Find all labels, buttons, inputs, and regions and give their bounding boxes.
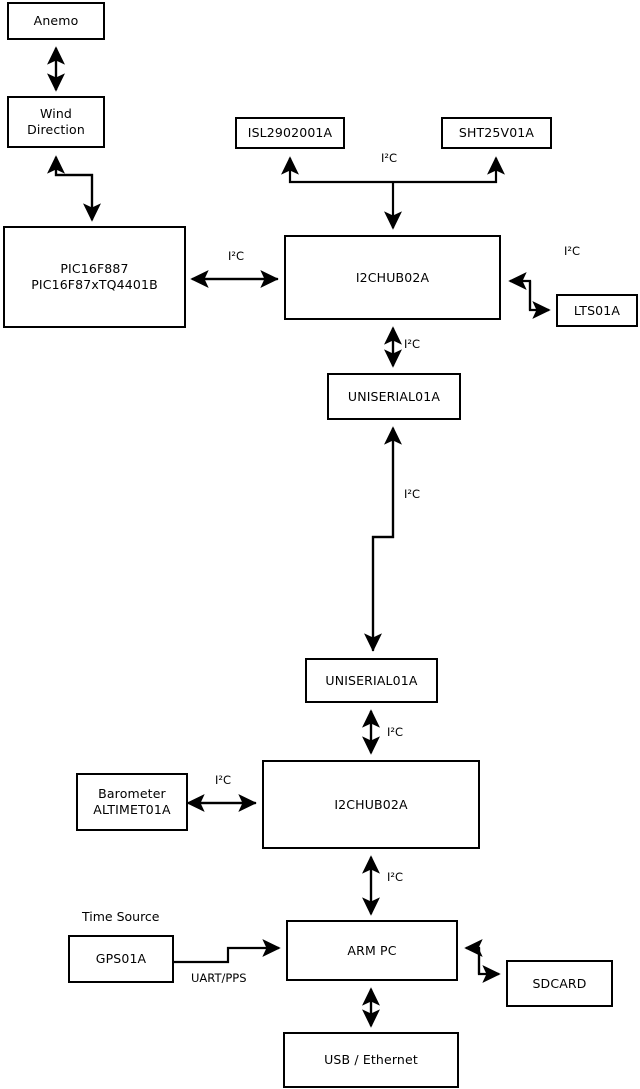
- edge-label-uart-pps: UART/PPS: [191, 971, 247, 985]
- node-uniserial01a-top-label: UNISERIAL01A: [347, 388, 441, 404]
- wire-wind-pic-up: [46, 155, 94, 212]
- node-sdcard-label: SDCARD: [532, 975, 587, 991]
- node-wind-direction[interactable]: Wind Direction: [7, 96, 105, 148]
- label-time-source: Time Source: [82, 909, 160, 924]
- wire-sdcard-arm: [464, 938, 483, 974]
- node-gps01a[interactable]: GPS01A: [68, 935, 174, 983]
- node-sdcard[interactable]: SDCARD: [506, 960, 613, 1007]
- node-isl2902001a-label: ISL2902001A: [247, 125, 333, 140]
- node-lts01a[interactable]: LTS01A: [556, 294, 638, 327]
- node-sht25v01a[interactable]: SHT25V01A: [441, 117, 552, 149]
- edge-label-i2c-pic-hub: I²C: [228, 249, 245, 263]
- wire-uniserial-link-down: [363, 430, 395, 652]
- edge-label-i2c-hub2-arm: I²C: [387, 870, 404, 884]
- node-i2chub02a-bottom-label: I2CHUB02A: [334, 796, 408, 812]
- node-isl2902001a[interactable]: ISL2902001A: [235, 117, 345, 149]
- node-i2chub02a-top-label: I2CHUB02A: [355, 269, 430, 285]
- node-i2chub02a-top[interactable]: I2CHUB02A: [284, 235, 501, 320]
- node-anemo[interactable]: Anemo: [7, 2, 105, 40]
- wire-bus-isl: [280, 156, 393, 184]
- node-barometer-altimet01a[interactable]: Barometer ALTIMET01A: [76, 773, 188, 831]
- wire-bus-sht: [393, 156, 506, 184]
- node-arm-pc-label: ARM PC: [347, 942, 397, 958]
- node-uniserial01a-top[interactable]: UNISERIAL01A: [327, 373, 461, 420]
- edge-label-i2c-barometer-hub2: I²C: [215, 773, 232, 787]
- node-usb-ethernet[interactable]: USB / Ethernet: [283, 1032, 459, 1088]
- wire-gps-arm: [174, 938, 281, 964]
- edge-label-i2c-hub-uniserial: I²C: [404, 337, 421, 351]
- node-arm-pc[interactable]: ARM PC: [286, 920, 458, 981]
- wire-uniserial-link-up: [371, 426, 403, 651]
- wire-lts-hub: [508, 271, 532, 310]
- node-anemo-label: Anemo: [33, 13, 79, 28]
- node-pic-mcu-label: PIC16F887 PIC16F87xTQ4401B: [31, 261, 158, 292]
- node-usb-ethernet-label: USB / Ethernet: [324, 1052, 418, 1067]
- node-uniserial01a-bottom-label: UNISERIAL01A: [325, 672, 418, 688]
- node-uniserial01a-bottom[interactable]: UNISERIAL01A: [305, 658, 438, 703]
- node-i2chub02a-bottom[interactable]: I2CHUB02A: [262, 760, 480, 849]
- node-gps01a-label: GPS01A: [95, 951, 147, 966]
- wire-arm-sdcard: [477, 948, 501, 984]
- edge-label-i2c-uniserial-link: I²C: [404, 487, 421, 501]
- wire-pic-wind-down: [54, 158, 102, 222]
- node-lts01a-label: LTS01A: [573, 302, 621, 318]
- edge-label-i2c-hub-lts: I²C: [564, 244, 581, 258]
- edge-label-i2c-top-sensors: I²C: [381, 151, 398, 165]
- node-wind-direction-label: Wind Direction: [27, 106, 85, 137]
- node-barometer-altimet01a-label: Barometer ALTIMET01A: [93, 786, 171, 817]
- node-sht25v01a-label: SHT25V01A: [458, 125, 535, 140]
- edge-label-i2c-uniserial-hub2: I²C: [387, 725, 404, 739]
- wire-hub-lts: [528, 281, 551, 320]
- node-pic-mcu[interactable]: PIC16F887 PIC16F87xTQ4401B: [3, 226, 186, 328]
